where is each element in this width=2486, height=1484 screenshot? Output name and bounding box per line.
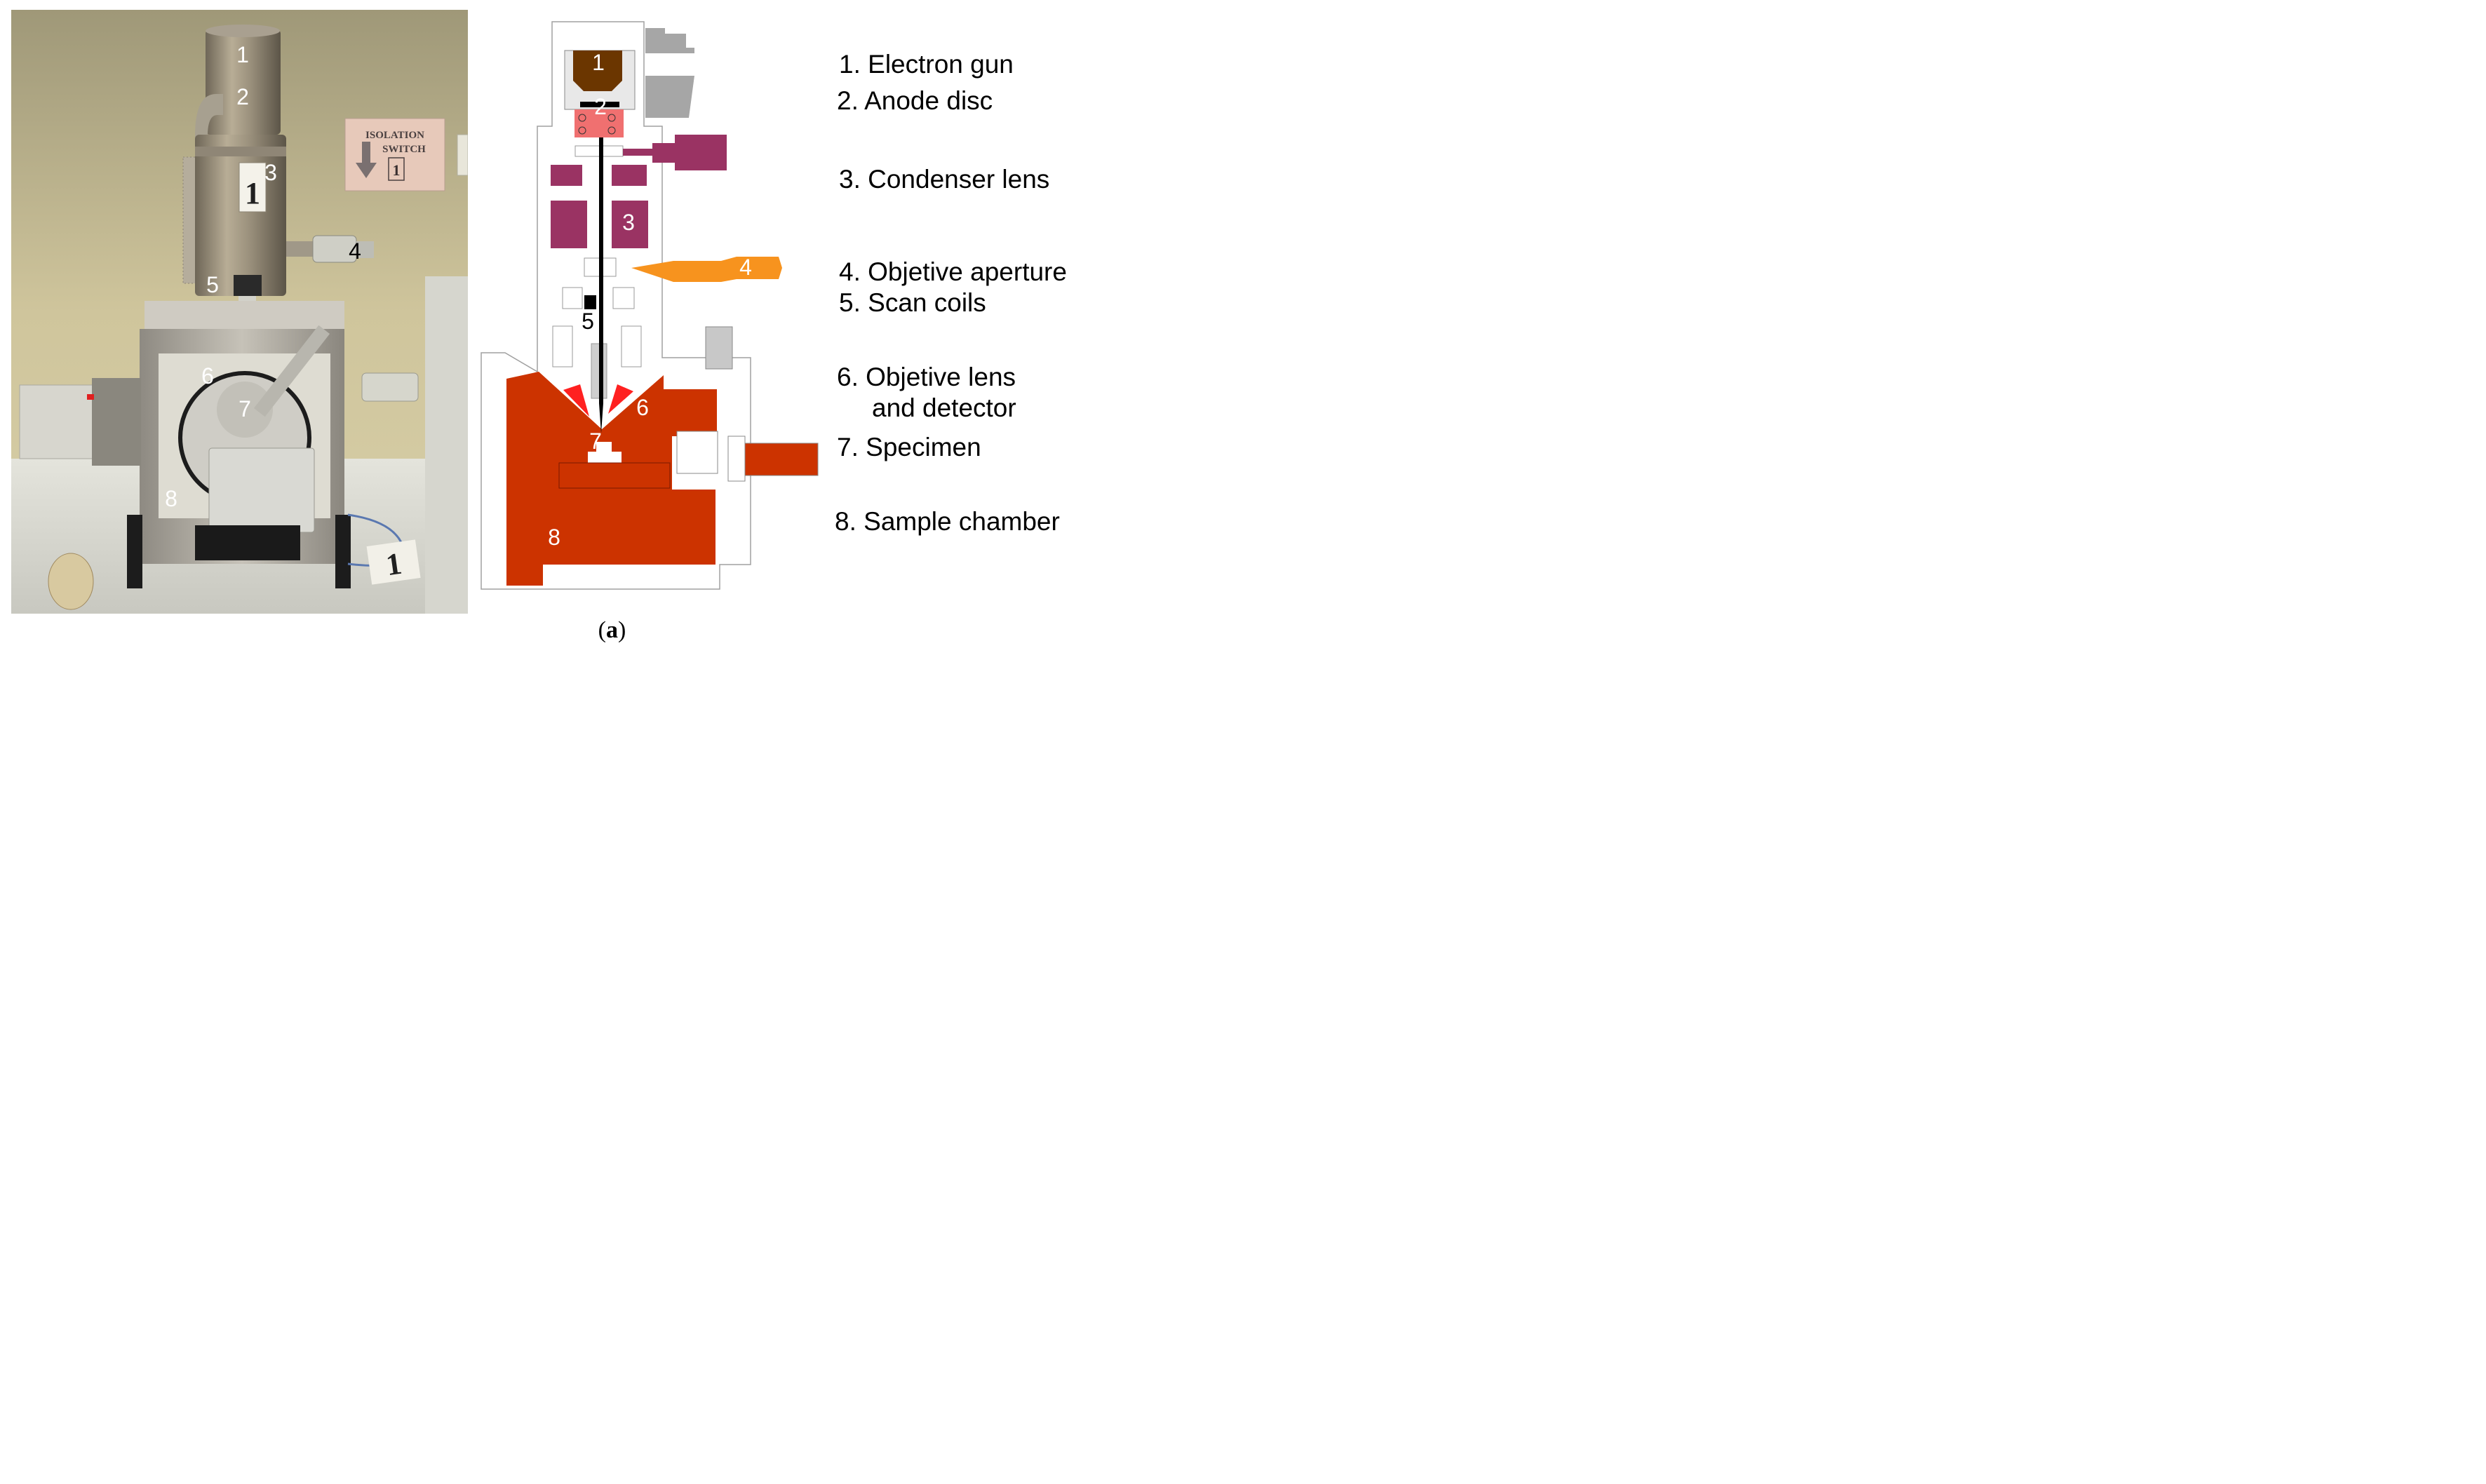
column-tag-number: 1 [245, 176, 260, 210]
condenser-upper-left [551, 165, 582, 186]
sem-photo: ISOLATION SWITCH 1 1 1 1 2 3 [11, 10, 468, 614]
scan-coil [584, 295, 596, 309]
condenser-lower-right [612, 201, 648, 248]
diagram-label-3: 3 [622, 210, 635, 235]
right-cabinet [425, 276, 468, 614]
photo-label-5: 5 [206, 272, 219, 297]
anode-bolt [578, 126, 586, 135]
legend-item-scan-coils: 5. Scan coils [839, 288, 986, 317]
valve-block [705, 326, 733, 370]
gray-block-top [645, 28, 694, 53]
frame-leg-right [335, 515, 351, 588]
sem-schematic: 1 2 3 4 5 6 7 8 [481, 21, 819, 590]
diagram-label-8: 8 [548, 525, 560, 550]
condenser-lower-left [551, 201, 587, 248]
anode-bolt [578, 114, 586, 122]
sign-line-2: SWITCH [382, 144, 426, 155]
legend-item-specimen: 7. Specimen [837, 433, 981, 461]
paper-roll [48, 553, 94, 610]
side-flange [92, 378, 141, 466]
electron-gun [573, 50, 622, 91]
diagram-label-6: 6 [636, 395, 649, 420]
down-arrow-icon [356, 142, 377, 178]
chamber-top [145, 301, 344, 332]
electron-beam [597, 137, 603, 433]
diagram-label-4: 4 [739, 255, 752, 280]
legend-item-objective-aperture: 4. Objetive aperture [839, 257, 1067, 286]
photo-label-3: 3 [264, 160, 277, 185]
stage-rail [558, 462, 671, 489]
legend-item-sample-chamber: 8. Sample chamber [835, 507, 1060, 536]
wall-socket [457, 134, 468, 176]
column-cap [206, 25, 280, 37]
diagram-label-2: 2 [594, 94, 607, 119]
photo-label-7: 7 [238, 396, 251, 421]
pump-tube [623, 135, 727, 170]
legend-item-objective-lens: 6. Objetive lens [837, 363, 1016, 391]
aperture-knob [286, 235, 374, 263]
specimen-stub [588, 452, 622, 463]
objective-lens-left [563, 384, 589, 417]
side-port-housing [676, 431, 718, 474]
diagram-label-1: 1 [592, 50, 605, 75]
column-tag [238, 162, 267, 213]
detector-arm [253, 325, 330, 417]
scan-block-right [612, 287, 635, 309]
side-port-flange [727, 436, 746, 482]
photo-label-1: 1 [236, 42, 249, 67]
anode-bolt [607, 126, 616, 135]
stage-base [195, 525, 300, 560]
isolation-switch-sign: ISOLATION SWITCH 1 [344, 118, 445, 191]
red-indicator [87, 394, 94, 400]
caption-letter: a [606, 617, 618, 643]
objective-aperture [631, 257, 782, 282]
anode-bolt [607, 114, 616, 122]
caption-open: ( [598, 617, 606, 643]
photo-label-6: 6 [201, 363, 214, 389]
legend-item-electron-gun: 1. Electron gun [839, 50, 1014, 79]
scan-block-left [562, 287, 583, 309]
caption-close: ) [618, 617, 626, 643]
legend-item-anode-disc: 2. Anode disc [837, 86, 993, 115]
figure-caption: (a) [0, 617, 1224, 644]
lower-block-left [552, 325, 573, 367]
objective-lens-right [608, 384, 633, 414]
diagram-label-5: 5 [582, 309, 594, 334]
specimen-disc [217, 382, 273, 438]
condenser-upper-right [612, 165, 647, 186]
floor-tag [366, 539, 421, 585]
photo-label-2: 2 [236, 84, 249, 109]
frame-leg-left [127, 515, 142, 588]
column-top [206, 29, 281, 135]
scan-knob [234, 275, 262, 296]
sign-line-1: ISOLATION [365, 130, 424, 141]
photo-label-8: 8 [165, 486, 177, 511]
side-detector [19, 384, 94, 459]
specimen-pin [596, 442, 612, 452]
photo-label-4: 4 [349, 238, 361, 264]
right-port [361, 372, 419, 402]
sign-number: 1 [393, 161, 401, 179]
diagram-label-7: 7 [589, 429, 602, 454]
gray-block-mid [645, 76, 694, 118]
anode-disc [580, 102, 619, 107]
lower-block-right [621, 325, 642, 367]
legend-item-condenser-lens: 3. Condenser lens [839, 165, 1050, 194]
column-band [195, 147, 286, 156]
stage-block [208, 447, 315, 533]
legend-item-detector: and detector [872, 393, 1016, 422]
side-detector [744, 443, 819, 476]
